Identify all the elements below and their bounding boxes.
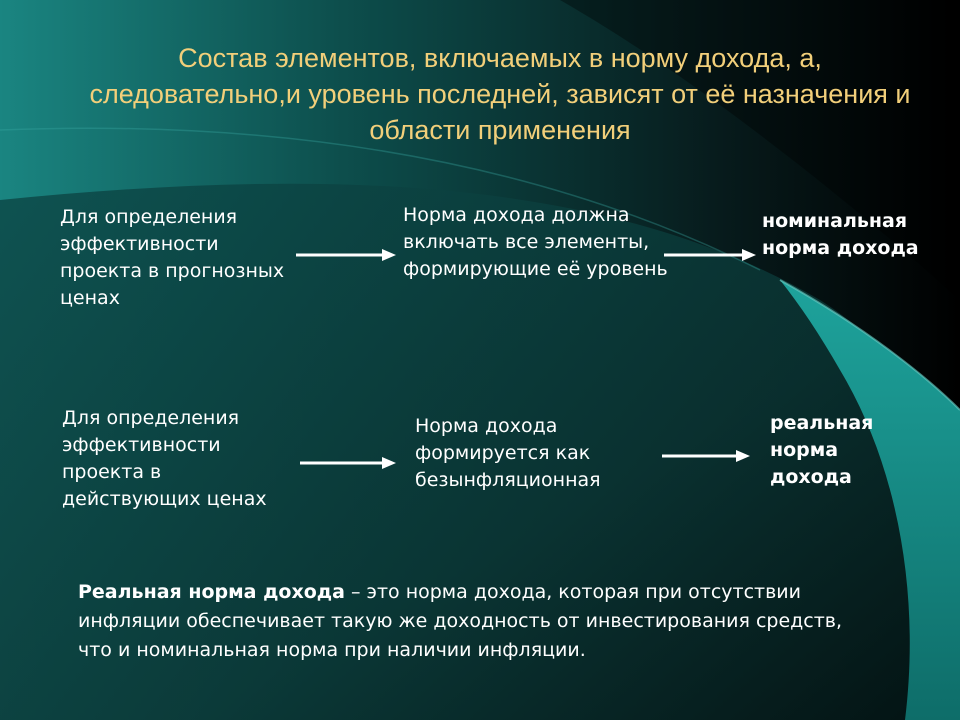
row2-rule-text: Норма дохода формируется как безынфляцио… — [415, 415, 601, 491]
row2-arrow-2 — [662, 450, 750, 462]
row2-result-text: реальная норма дохода — [770, 412, 874, 488]
row1-condition-text: Для определения эффективности проекта в … — [60, 206, 285, 309]
row1-arrow-1 — [296, 249, 396, 261]
row2-arrow-1 — [300, 457, 396, 469]
row2-condition-text: Для определения эффективности проекта в … — [62, 407, 267, 510]
definition-paragraph: Реальная норма дохода – это норма дохода… — [78, 578, 878, 665]
slide-title: Состав элементов, включаемых в норму дох… — [89, 43, 911, 145]
row1-arrow-2 — [664, 249, 756, 261]
definition-text: – это норма дохода, которая при отсутств… — [78, 581, 843, 661]
row1-rule-text: Норма дохода должна включать все элемент… — [403, 204, 668, 280]
row1-result-text: номинальная норма дохода — [762, 210, 919, 259]
definition-term: Реальная норма дохода — [78, 581, 345, 603]
